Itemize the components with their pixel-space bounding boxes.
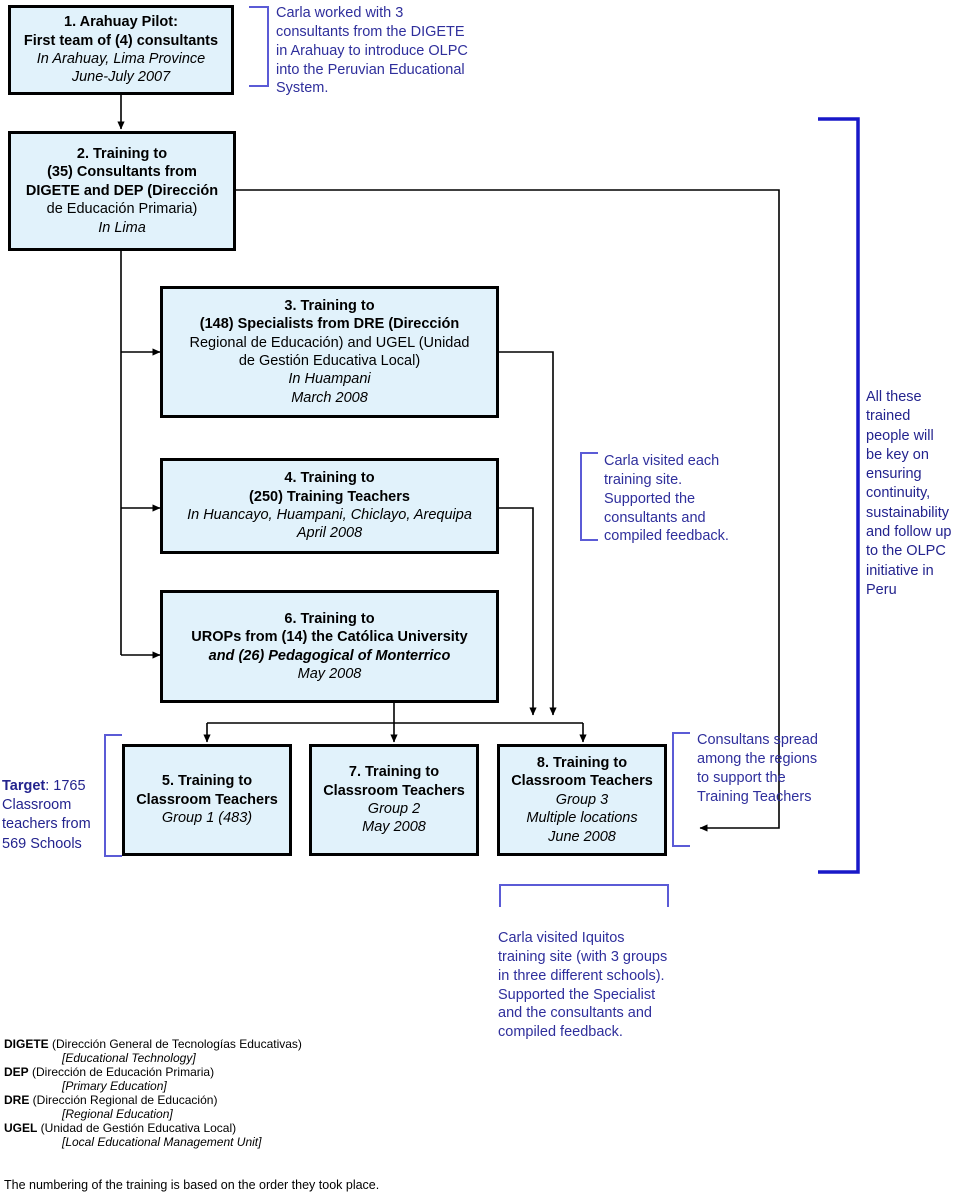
note-arahuay-pilot: Carla worked with 3 consultants from the… xyxy=(276,5,468,97)
box-5-line-2: Classroom Teachers xyxy=(136,791,278,808)
bracket-target xyxy=(104,734,122,857)
box-1-arahuay-pilot[interactable]: 1. Arahuay Pilot: First team of (4) cons… xyxy=(8,5,234,95)
box-5-classroom-teachers-group1[interactable]: 5. Training to Classroom Teachers Group … xyxy=(122,744,292,856)
box-7-line-1: 7. Training to xyxy=(348,764,440,781)
box-5-line-1: 5. Training to xyxy=(161,773,253,790)
legend-expansion-dep: (Dirección de Educación Primaria) xyxy=(28,1065,215,1079)
target-term: Target xyxy=(2,778,46,795)
box-4-line-2: (250) Training Teachers xyxy=(249,488,410,505)
box-1-line-4: June-July 2007 xyxy=(71,69,171,86)
box-2-line-4: de Educación Primaria) xyxy=(46,201,198,218)
target-label: Target: 1765 Classroom teachers from 569… xyxy=(2,758,102,854)
acronym-legend: DIGETE (Dirección General de Tecnologías… xyxy=(4,1038,424,1150)
bracket-consultans xyxy=(672,732,690,847)
target-rest: : 1765 Classroom teachers from 569 Schoo… xyxy=(2,778,91,852)
box-7-line-5: May 2008 xyxy=(362,819,426,836)
bracket-iquitos xyxy=(499,884,669,907)
box-3-line-5: In Huampani xyxy=(288,371,371,388)
box-1-line-2: First team of (4) consultants xyxy=(23,32,219,49)
legend-row-ugel: UGEL (Unidad de Gestión Educativa Local)… xyxy=(4,1122,424,1148)
box-8-line-3: Group 3 xyxy=(555,791,609,808)
bracket-visited-each xyxy=(580,452,598,541)
box-6-line-3: and (26) Pedagogical of Monterrico xyxy=(208,647,451,664)
box-7-line-2: Classroom Teachers xyxy=(323,782,465,799)
box-6-line-2: UROPs from (14) the Católica University xyxy=(191,629,468,646)
legend-row-dep: DEP (Dirección de Educación Primaria) [P… xyxy=(4,1066,424,1092)
legend-term-ugel: UGEL xyxy=(4,1121,38,1135)
box-5-line-3: Group 1 (483) xyxy=(161,810,253,827)
box-1-line-3: In Arahuay, Lima Province xyxy=(36,51,206,67)
box-7-line-3: Group 2 xyxy=(367,801,421,817)
legend-term-digete: DIGETE xyxy=(4,1037,49,1051)
note-carla-visited-iquitos: Carla visited Iquitos training site (wit… xyxy=(498,930,668,1041)
box-3-line-3: Regional de Educación) and UGEL (Unidad xyxy=(189,334,470,351)
legend-expansion-digete: (Dirección General de Tecnologías Educat… xyxy=(48,1037,302,1051)
legend-row-dre: DRE (Dirección Regional de Educación) [R… xyxy=(4,1094,424,1120)
box-8-line-5: June 2008 xyxy=(548,828,616,845)
legend-term-dre: DRE xyxy=(4,1093,30,1107)
legend-translation-digete: [Educational Technology] xyxy=(62,1051,196,1065)
box-2-line-2: (35) Consultants from xyxy=(47,164,197,181)
box-3-line-6: March 2008 xyxy=(291,389,368,406)
box-7-classroom-teachers-group2[interactable]: 7. Training to Classroom Teachers Group … xyxy=(309,744,479,856)
box-2-line-1: 2. Training to xyxy=(76,145,168,162)
box-8-line-1: 8. Training to xyxy=(536,754,628,771)
legend-translation-dep: [Primary Education] xyxy=(62,1079,167,1093)
footnote-numbering: The numbering of the training is based o… xyxy=(4,1178,380,1192)
box-4-line-1: 4. Training to xyxy=(284,470,375,487)
box-2-line-3: DIGETE and DEP (Dirección xyxy=(25,182,219,199)
box-4-line-4: April 2008 xyxy=(296,525,363,542)
box-8-line-4: Multiple locations xyxy=(526,810,638,827)
box-2-line-5: In Lima xyxy=(98,219,146,236)
box-3-line-1: 3. Training to xyxy=(284,297,375,314)
legend-term-dep: DEP xyxy=(4,1065,29,1079)
box-3-line-4: de Gestión Educativa Local) xyxy=(238,353,421,369)
box-3-line-2: (148) Specialists from DRE (Dirección xyxy=(199,316,460,333)
note-consultans-spread: Consultans spread among the regions to s… xyxy=(697,732,818,805)
legend-translation-ugel: [Local Educational Management Unit] xyxy=(62,1135,262,1149)
legend-row-digete: DIGETE (Dirección General de Tecnologías… xyxy=(4,1038,424,1064)
box-8-line-2: Classroom Teachers xyxy=(511,773,653,790)
box-3-training-specialists[interactable]: 3. Training to (148) Specialists from DR… xyxy=(160,286,499,418)
legend-expansion-dre: (Dirección Regional de Educación) xyxy=(29,1093,218,1107)
note-all-trained-people: All these trained people will be key on … xyxy=(866,389,952,598)
box-8-classroom-teachers-group3[interactable]: 8. Training to Classroom Teachers Group … xyxy=(497,744,667,856)
legend-translation-dre: [Regional Education] xyxy=(62,1107,173,1121)
box-4-line-3: In Huancayo, Huampani, Chiclayo, Arequip… xyxy=(187,507,472,523)
legend-expansion-ugel: (Unidad de Gestión Educativa Local) xyxy=(37,1121,237,1135)
box-4-training-teachers[interactable]: 4. Training to (250) Training Teachers I… xyxy=(160,458,499,554)
box-1-line-1: 1. Arahuay Pilot: xyxy=(64,14,178,31)
box-6-training-urops[interactable]: 6. Training to UROPs from (14) the Catól… xyxy=(160,590,499,703)
box-2-training-consultants[interactable]: 2. Training to (35) Consultants from DIG… xyxy=(8,131,236,251)
note-carla-visited-each-site: Carla visited each training site. Suppor… xyxy=(604,453,729,545)
box-6-line-5: May 2008 xyxy=(297,665,362,682)
bracket-arahuay xyxy=(249,6,269,87)
box-6-line-1: 6. Training to xyxy=(284,610,375,627)
